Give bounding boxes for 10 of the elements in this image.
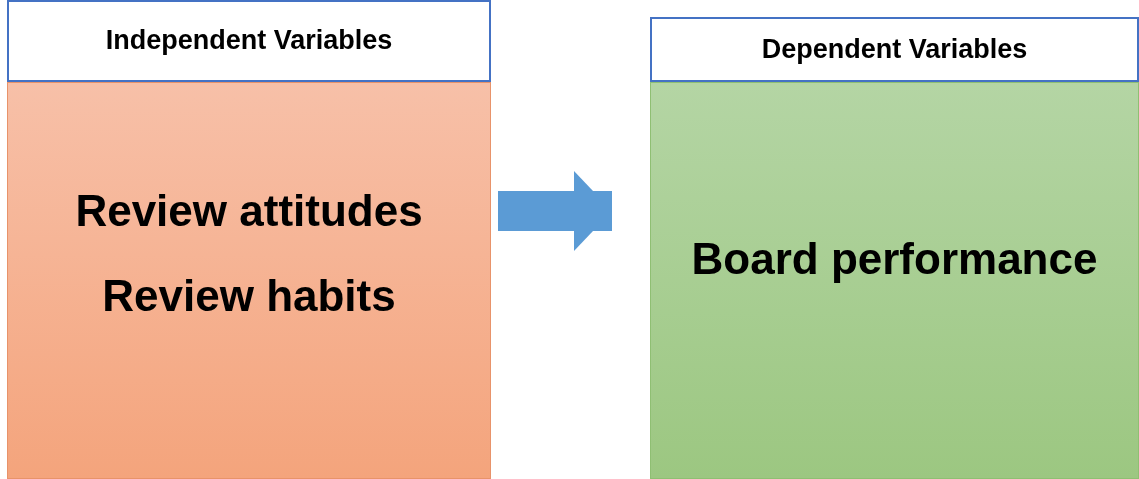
header-text: Independent Variables <box>105 24 393 58</box>
variable-box <box>650 82 1139 479</box>
header-box <box>7 0 491 82</box>
block-arrow <box>498 171 612 251</box>
header-box <box>650 17 1139 82</box>
header-text: Dependent Variables <box>761 32 1028 66</box>
variable-box <box>7 82 491 479</box>
variable-text: Review habits <box>102 270 396 322</box>
variable-text: Board performance <box>691 233 1098 285</box>
variable-text: Review attitudes <box>75 185 423 237</box>
